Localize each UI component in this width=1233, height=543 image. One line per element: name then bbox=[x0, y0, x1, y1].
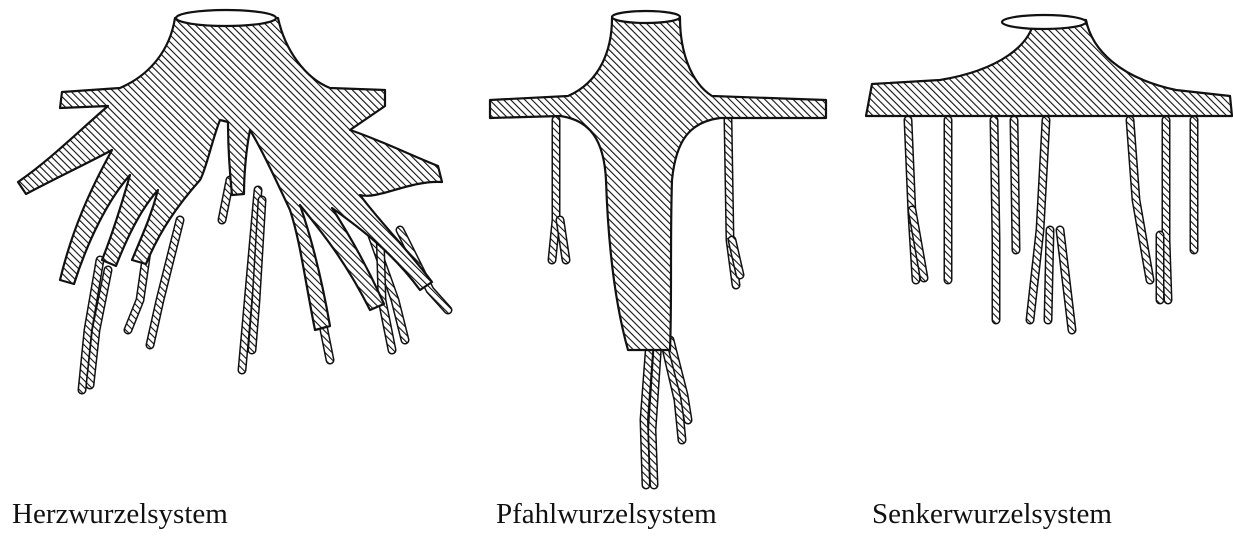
heart-root-system bbox=[18, 10, 448, 390]
tap-root-system bbox=[490, 11, 826, 485]
tap-root-stump-top bbox=[612, 11, 680, 23]
heart-root-caption: Herzwurzelsystem bbox=[12, 500, 228, 529]
sinker-root-caption: Senkerwurzelsystem bbox=[872, 500, 1112, 529]
tap-root-body bbox=[490, 18, 826, 350]
sinker-root-system bbox=[866, 15, 1232, 330]
sinker-root-stump-top bbox=[1002, 15, 1086, 29]
tap-root-caption: Pfahlwurzelsystem bbox=[496, 500, 717, 529]
sinker-root-strands bbox=[908, 120, 1194, 330]
heart-root-stump-top bbox=[176, 10, 276, 26]
sinker-root-body bbox=[866, 20, 1232, 116]
